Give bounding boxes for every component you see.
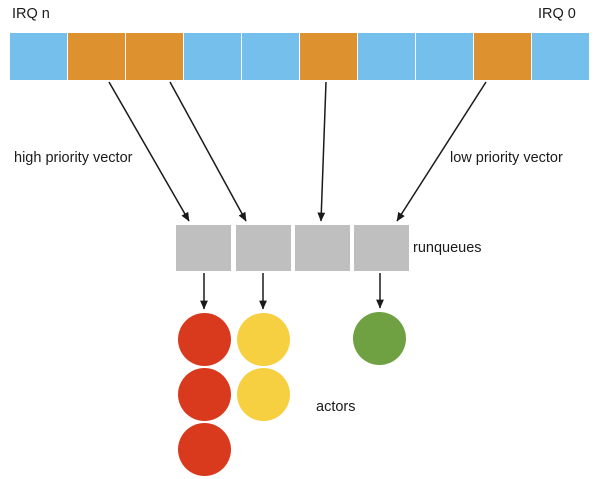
runqueue-cell-1[interactable] — [236, 225, 291, 271]
arrow-irq2-to-runqueue1 — [169, 81, 247, 222]
actor-yellow-1[interactable] — [237, 313, 290, 366]
irq-vector-cell-5[interactable] — [300, 33, 357, 80]
actor-red-1[interactable] — [178, 313, 231, 366]
irq-vector-cell-8[interactable] — [474, 33, 531, 80]
actor-yellow-2[interactable] — [237, 368, 290, 421]
actor-green-1[interactable] — [353, 312, 406, 365]
runqueue-cell-0[interactable] — [176, 225, 231, 271]
irq-vector-cell-1[interactable] — [68, 33, 125, 80]
actor-red-3[interactable] — [178, 423, 231, 476]
label-actors: actors — [316, 399, 356, 415]
actor-red-2[interactable] — [178, 368, 231, 421]
label-irq-0: IRQ 0 — [538, 6, 576, 22]
label-high-priority-vector: high priority vector — [14, 150, 133, 166]
irq-vector-cell-0[interactable] — [10, 33, 67, 80]
arrow-irq5-to-runqueue2 — [317, 81, 327, 222]
label-low-priority-vector: low priority vector — [450, 150, 563, 166]
irq-vector-cell-3[interactable] — [184, 33, 241, 80]
label-irq-n: IRQ n — [12, 6, 50, 22]
irq-vector-cell-2[interactable] — [126, 33, 183, 80]
irq-vector-cell-4[interactable] — [242, 33, 299, 80]
irq-vector-cell-9[interactable] — [532, 33, 589, 80]
irq-vector-cell-7[interactable] — [416, 33, 473, 80]
label-runqueues: runqueues — [413, 240, 482, 256]
runqueue-cell-3[interactable] — [354, 225, 409, 271]
irq-vector-cell-6[interactable] — [358, 33, 415, 80]
runqueue-cell-2[interactable] — [295, 225, 350, 271]
